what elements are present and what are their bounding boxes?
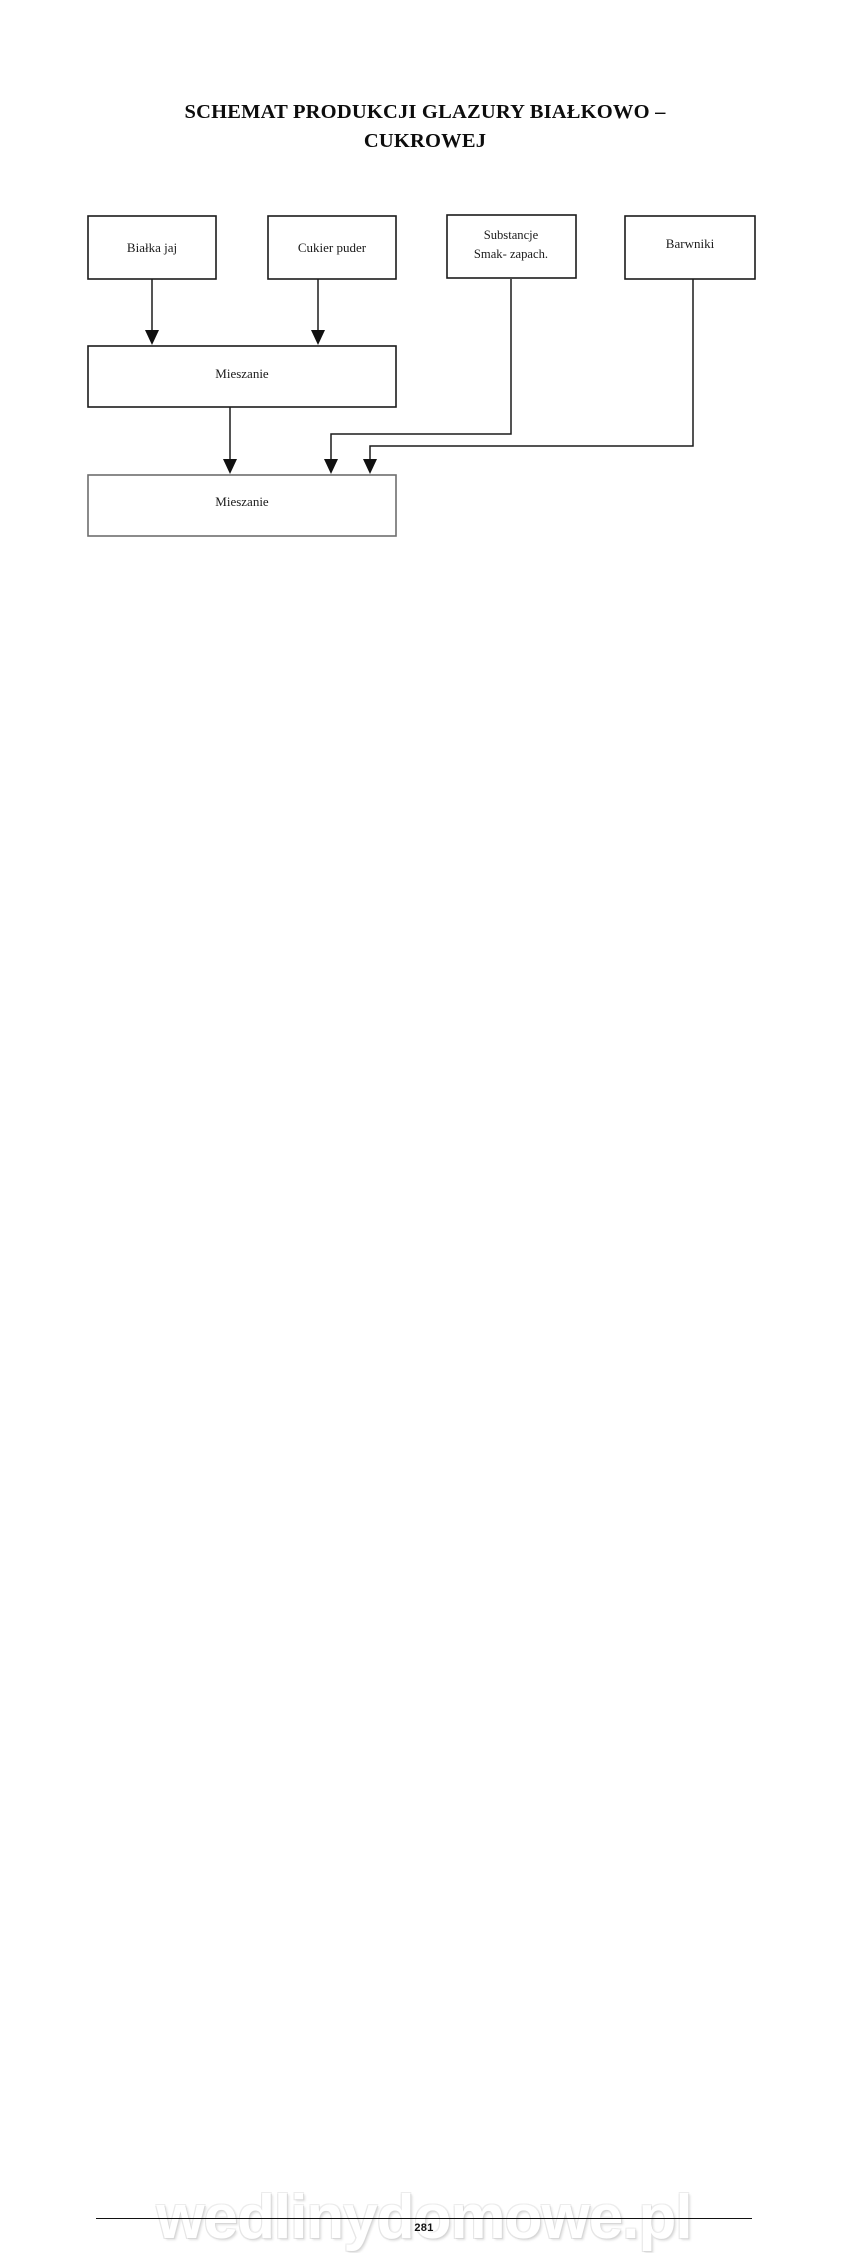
footer-divider (96, 2218, 752, 2219)
node-barwniki[interactable]: Barwniki (624, 215, 756, 280)
node-bialka-jaj-label: Białka jaj (127, 240, 177, 255)
node-mieszanie-2-label: Mieszanie (215, 494, 269, 509)
page-title-line-2: CUKROWEJ (363, 130, 487, 152)
node-cukier-puder[interactable]: Cukier puder (267, 215, 397, 280)
edge-substancje-to-mieszanie-2 (324, 279, 512, 474)
edge-bialka-jaj-to-mieszanie-1 (145, 279, 159, 345)
page-title: SCHEMAT PRODUKCJI GLAZURY BIAŁKOWO – CUKR… (120, 98, 730, 156)
node-mieszanie-1-label: Mieszanie (215, 366, 269, 381)
node-substancje-label-line-2: Smak- zapach. (474, 247, 548, 261)
edge-barwniki-to-mieszanie-2 (363, 279, 694, 474)
node-substancje-label-line-1: Substancje (484, 228, 539, 242)
page-title-line-1: SCHEMAT PRODUKCJI GLAZURY BIAŁKOWO – (184, 101, 666, 123)
page-footer: wedlinydomowe.pl 281 (0, 1090, 848, 2252)
node-mieszanie-1[interactable]: Mieszanie (87, 345, 397, 408)
node-barwniki-label: Barwniki (666, 236, 715, 251)
flowchart: Białka jaj Cukier puder Substancje Smak-… (0, 0, 848, 620)
edge-mieszanie-1-to-mieszanie-2 (223, 407, 237, 474)
edge-cukier-puder-to-mieszanie-1 (311, 279, 325, 345)
page-number: 281 (414, 2222, 434, 2234)
node-mieszanie-2[interactable]: Mieszanie (87, 474, 397, 537)
node-substancje[interactable]: Substancje Smak- zapach. (446, 214, 577, 279)
node-bialka-jaj[interactable]: Białka jaj (87, 215, 217, 280)
node-cukier-puder-label: Cukier puder (298, 240, 367, 255)
